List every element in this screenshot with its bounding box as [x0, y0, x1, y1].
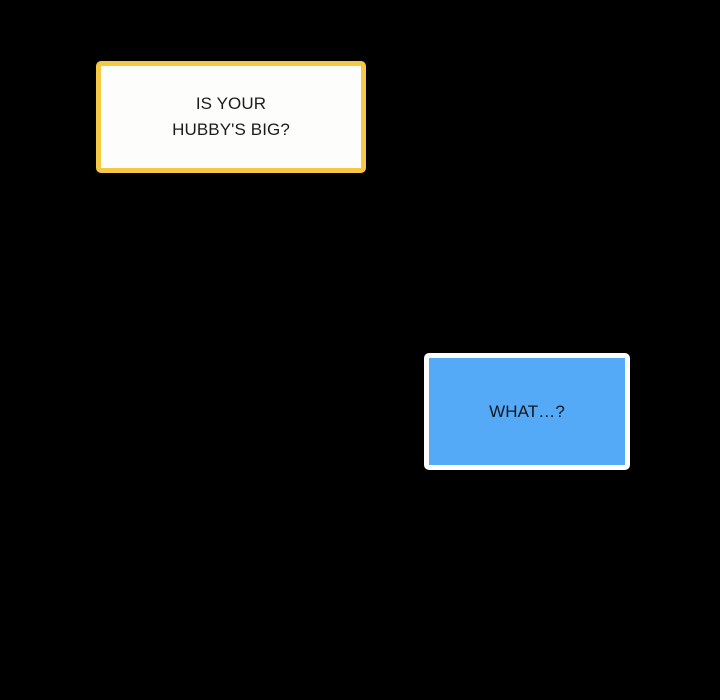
reply-caption-text: WHAT…?: [489, 401, 565, 421]
question-caption-box[interactable]: IS YOUR HUBBY'S BIG?: [96, 61, 366, 173]
reply-caption-box[interactable]: WHAT…?: [424, 353, 630, 470]
question-caption-text: IS YOUR HUBBY'S BIG?: [172, 94, 290, 139]
